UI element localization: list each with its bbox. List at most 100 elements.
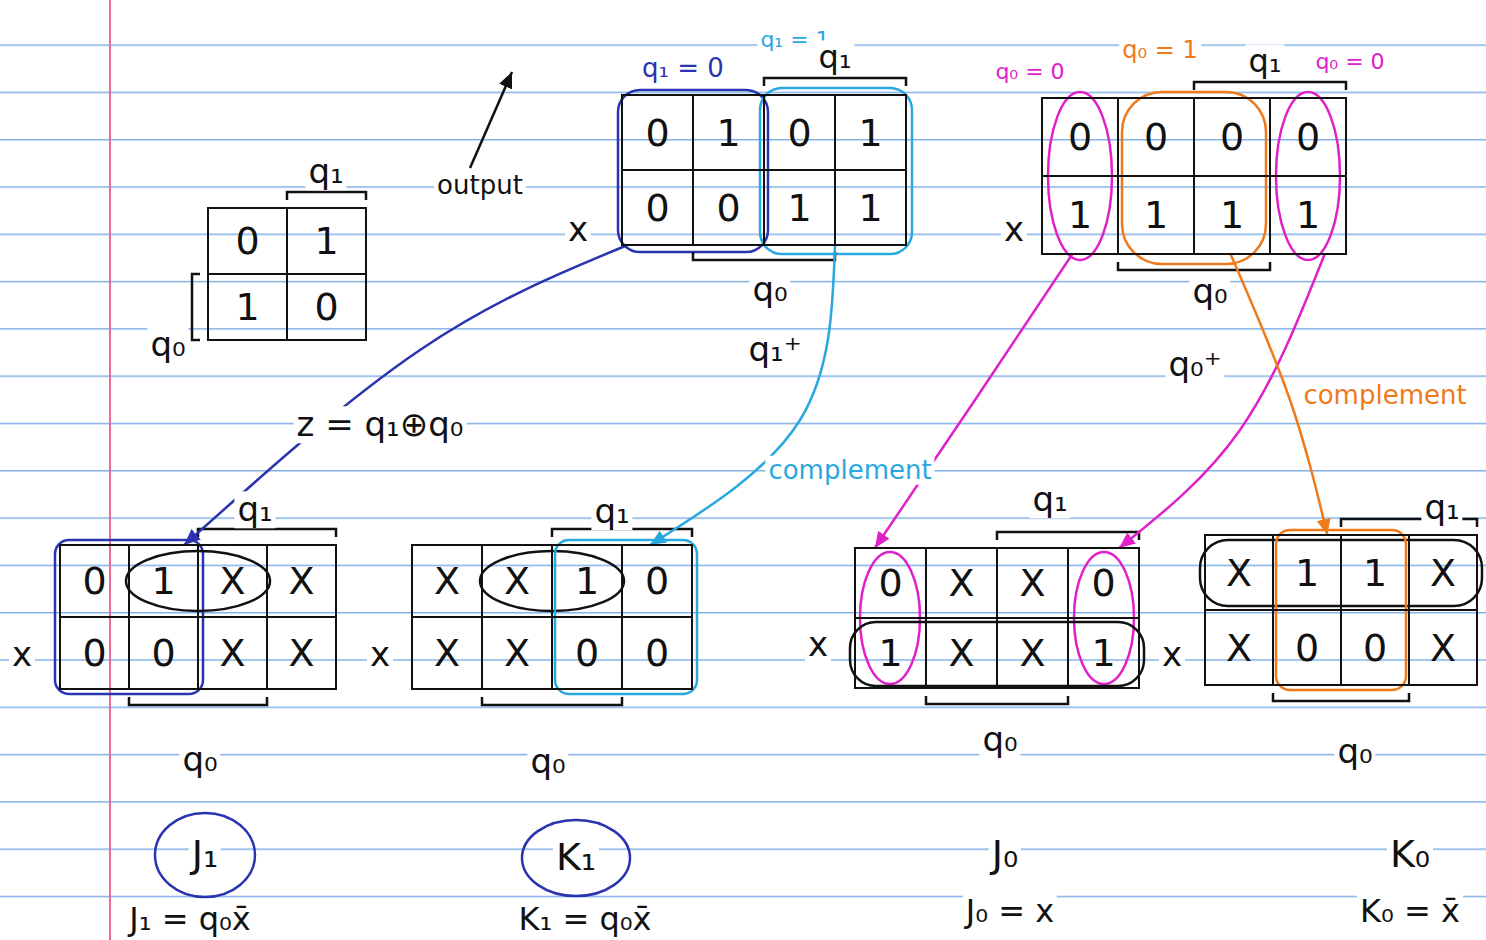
annotation: J₁ = q₀x̄ — [126, 902, 254, 937]
cell-value: 0 — [1295, 629, 1319, 667]
kmap-cell: 0 — [1273, 610, 1341, 685]
annotation-text: q₀ = 0 — [1312, 50, 1387, 74]
annotation: q₁ — [1421, 489, 1462, 526]
kmap-cell: 1 — [1270, 176, 1346, 254]
annotation-text: q₁ — [815, 40, 854, 75]
annotation: x — [367, 636, 393, 673]
kmap-cell: 1 — [1341, 535, 1409, 610]
kmap-cell: 0 — [693, 170, 764, 245]
kmap-cell: X — [1409, 535, 1477, 610]
annotation-text: q₁ — [1245, 44, 1284, 79]
kmap-cell: 0 — [622, 617, 692, 689]
kmap-cell: 1 — [208, 274, 287, 340]
annotation-text: q₁⁺ — [745, 331, 804, 368]
annotation: output — [434, 171, 526, 200]
annotation: q₀ — [1334, 733, 1375, 770]
annotation: q₁ — [234, 491, 275, 528]
cell-value: 0 — [1091, 564, 1115, 602]
cell-value: X — [434, 562, 460, 600]
cell-value: 1 — [716, 114, 740, 152]
kmap-cell: X — [997, 618, 1068, 688]
annotation: q₀ — [527, 743, 568, 780]
annotation-text: x — [565, 211, 591, 248]
kmap-loop — [760, 88, 912, 254]
annotation: q₀ = 0 — [1312, 50, 1387, 74]
kmap-cell: 1 — [1118, 176, 1194, 254]
kmap-cell: 1 — [835, 170, 906, 245]
karnaugh-map: 01XX00XX — [60, 545, 336, 689]
kmap-cell: 1 — [287, 208, 366, 274]
kmap-cell: 1 — [835, 95, 906, 170]
annotation: K₀ — [1387, 834, 1433, 876]
cell-value: 1 — [1220, 196, 1244, 234]
kmap-cell: X — [412, 617, 482, 689]
cell-value: 0 — [575, 634, 599, 672]
connector-label-text: complement — [765, 456, 934, 485]
kmap-loop — [55, 540, 203, 694]
karnaugh-map: 00001111 — [1042, 98, 1346, 254]
cell-value: 1 — [1363, 554, 1387, 592]
kmap-cell: X — [412, 545, 482, 617]
annotation: K₁ — [553, 837, 599, 879]
annotation-text: J₀ — [989, 834, 1021, 876]
annotation: x — [565, 211, 591, 248]
cell-value: 1 — [314, 222, 338, 260]
annotation-text: x — [1001, 211, 1027, 248]
connector-arrow — [875, 254, 1073, 548]
karnaugh-map: XX10XX00 — [412, 545, 692, 689]
annotation: q₀ — [147, 326, 188, 363]
cell-value: 0 — [314, 288, 338, 326]
annotation-text: x — [367, 636, 393, 673]
annotation-text: K₀ = x̄ — [1357, 894, 1463, 929]
kmap-cell: X — [926, 618, 997, 688]
annotation-text: q₀ = 0 — [992, 60, 1067, 84]
cell-value: 1 — [151, 562, 175, 600]
annotation-text: q₁ = 0 — [639, 54, 727, 83]
kmap-cell: X — [267, 617, 336, 689]
annotation: q₁⁺ — [745, 331, 804, 368]
annotation: q₁ = 0 — [639, 54, 727, 83]
kmap-cell: 0 — [1068, 548, 1139, 618]
annotation-text: K₀ — [1387, 834, 1433, 876]
cell-value: 1 — [1091, 634, 1115, 672]
cell-value: 0 — [645, 114, 669, 152]
annotation: z = q₁⊕q₀ — [294, 406, 467, 443]
karnaugh-map: 0XX01XX1 — [855, 548, 1139, 688]
cell-value: 0 — [1220, 118, 1244, 156]
connector-label: complement — [765, 456, 934, 485]
variable-bracket — [482, 697, 622, 705]
annotation-text: q₀ — [179, 741, 220, 778]
kmap-cell: X — [482, 545, 552, 617]
kmap-cell: 0 — [60, 545, 129, 617]
karnaugh-map: X11XX00X — [1205, 535, 1477, 685]
annotation: x — [805, 626, 831, 663]
variable-bracket — [192, 274, 200, 340]
annotation: J₁ — [189, 834, 221, 876]
cell-value: X — [504, 634, 530, 672]
variable-bracket — [1194, 82, 1346, 90]
cell-value: X — [948, 634, 974, 672]
cell-value: 0 — [1363, 629, 1387, 667]
annotation: q₁ — [815, 40, 854, 75]
annotation-text: K₁ — [553, 837, 599, 879]
cell-value: X — [948, 564, 974, 602]
variable-bracket — [129, 697, 267, 705]
kmap-cell: X — [1205, 610, 1273, 685]
circle-mark — [522, 820, 630, 896]
kmap-cell: 1 — [1194, 176, 1270, 254]
kmap-cell: 1 — [1068, 618, 1139, 688]
kmap-cell: X — [198, 545, 267, 617]
annotation: q₀ — [749, 271, 790, 308]
connector-label: complement — [1300, 381, 1469, 410]
annotation-text: q₀ — [979, 721, 1020, 758]
connector-label-text: complement — [1300, 381, 1469, 410]
cell-value: 0 — [645, 562, 669, 600]
annotation: x — [1159, 636, 1185, 673]
variable-bracket — [997, 532, 1139, 540]
annotation-text: x — [1159, 636, 1185, 673]
variable-bracket — [926, 696, 1068, 704]
annotation: q₁ — [305, 153, 346, 190]
